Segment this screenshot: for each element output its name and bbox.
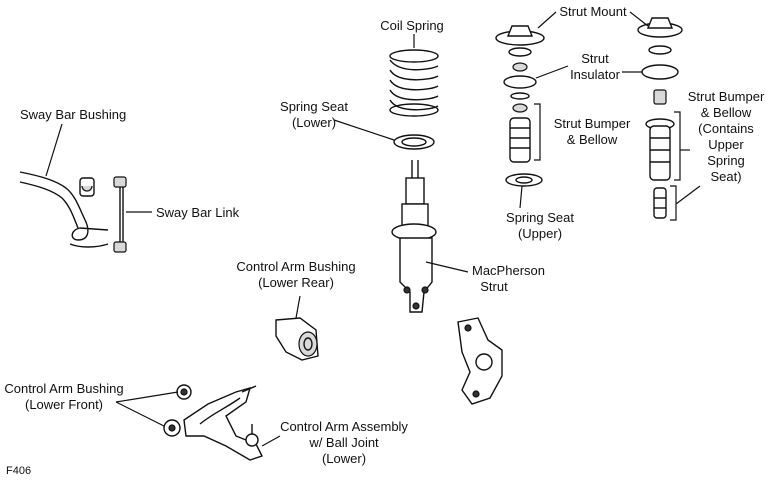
label-control-arm-bushing-rear-2: (Lower Rear)	[258, 275, 334, 290]
label-control-arm-bushing-rear-1: Control Arm Bushing	[236, 259, 355, 274]
label-strut-bumper-bellow-upper-6: Seat)	[710, 169, 741, 184]
label-strut-bumper-bellow-1: Strut Bumper	[554, 116, 631, 131]
control-arm-bushing-rear-part	[275, 317, 319, 361]
leader-spring-seat-lower	[333, 119, 395, 141]
label-strut-bumper-bellow-2: & Bellow	[567, 132, 618, 147]
label-spring-seat-lower-1: Spring Seat	[280, 99, 348, 114]
spring-seat-upper-part	[505, 173, 543, 187]
label-spring-seat-upper-2: (Upper)	[518, 226, 562, 241]
leader-control-arm-bushing-rear	[295, 295, 301, 319]
strut-mount-right	[637, 17, 683, 105]
strut-bumper-bellow-left	[509, 103, 541, 163]
coil-spring-part	[389, 49, 439, 117]
strut-mount-left	[495, 25, 545, 113]
label-spring-seat-lower-2: (Lower)	[292, 115, 336, 130]
label-macpherson-strut-1: MacPherson	[472, 263, 545, 278]
label-macpherson-strut-2: Strut	[480, 279, 508, 294]
figure-code: F406	[6, 465, 31, 477]
leader-spring-seat-upper	[519, 185, 523, 209]
steering-knuckle-part	[457, 317, 503, 405]
leader-control-arm-assembly	[261, 435, 281, 447]
label-control-arm-assembly-3: (Lower)	[322, 451, 366, 466]
sway-bar-bushing-part	[79, 177, 95, 197]
spring-seat-lower-part	[393, 134, 435, 150]
leader-sway-bar-bushing	[45, 123, 63, 177]
sway-bar-link-part	[113, 176, 127, 253]
strut-bumper-bellow-right	[645, 111, 701, 221]
leader-strut-mount-left	[537, 11, 557, 29]
control-arm-bushing-front-part	[163, 384, 192, 437]
macpherson-strut-part	[391, 160, 437, 313]
label-spring-seat-upper-1: Spring Seat	[506, 210, 574, 225]
label-strut-bumper-bellow-upper-5: Spring	[707, 153, 745, 168]
label-control-arm-bushing-front-2: (Lower Front)	[25, 397, 103, 412]
leader-control-arm-bushing-front-1	[115, 391, 179, 403]
sway-bar	[19, 171, 109, 248]
label-strut-insulator-1: Strut	[581, 51, 609, 66]
label-control-arm-assembly-2: w/ Ball Joint	[308, 435, 379, 450]
leader-macpherson-strut	[425, 261, 469, 273]
label-strut-insulator-2: Insulator	[570, 67, 621, 82]
leader-control-arm-bushing-front-2	[115, 401, 165, 427]
label-strut-bumper-bellow-upper-3: (Contains	[698, 121, 754, 136]
label-sway-bar-bushing: Sway Bar Bushing	[20, 107, 126, 122]
control-arm-assembly-part	[183, 385, 263, 461]
label-control-arm-assembly-1: Control Arm Assembly	[280, 419, 408, 434]
leader-strut-mount-right	[629, 11, 649, 27]
leader-strut-insulator-left	[535, 65, 569, 79]
label-strut-mount: Strut Mount	[559, 4, 627, 19]
label-control-arm-bushing-front-1: Control Arm Bushing	[4, 381, 123, 396]
label-coil-spring: Coil Spring	[380, 18, 444, 33]
label-strut-bumper-bellow-upper-2: & Bellow	[701, 105, 752, 120]
label-sway-bar-link: Sway Bar Link	[156, 205, 240, 220]
label-strut-bumper-bellow-upper-1: Strut Bumper	[688, 89, 765, 104]
label-strut-bumper-bellow-upper-4: Upper	[708, 137, 744, 152]
